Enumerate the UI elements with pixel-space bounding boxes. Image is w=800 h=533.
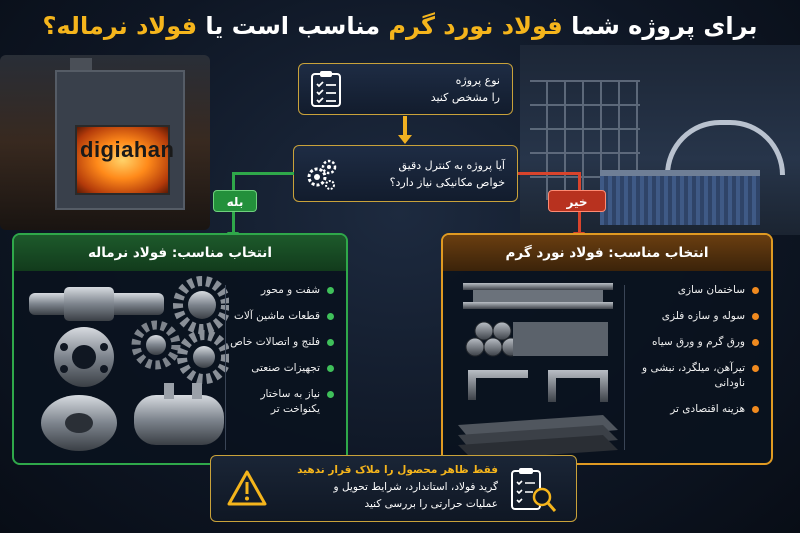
list-item: فلنج و اتصالات خاص — [229, 335, 334, 350]
step1-line2: را مشخص کنید — [430, 91, 500, 104]
note-line2: گرید فولاد، استاندارد، شرایط تحویل و — [333, 481, 498, 493]
channel-angle-part — [468, 370, 608, 402]
step1-line1: نوع پروژه — [455, 74, 500, 87]
flow-arrow-down — [398, 116, 412, 144]
list-item: نیاز به ساختار یکنواخت تر — [229, 387, 334, 417]
yes-branch-line — [232, 172, 294, 175]
list-item: تیرآهن، میلگرد، نبشی و ناودانی — [629, 361, 759, 391]
machine-parts-illustration — [29, 276, 229, 451]
gears-icon — [307, 159, 337, 190]
no-badge: خیر — [548, 190, 606, 212]
step-project-type: نوع پروژه را مشخص کنید — [298, 63, 513, 115]
clipboard-checklist-icon — [311, 71, 341, 107]
steel-plates-part — [458, 415, 618, 460]
gear-part — [131, 276, 229, 384]
list-item: شفت و محور — [229, 283, 334, 298]
list-item: تجهیزات صنعتی — [229, 361, 334, 376]
panel-right-heading: انتخاب مناسب: فولاد نورد گرم — [443, 235, 771, 271]
normalized-uses-list: شفت و محور قطعات ماشین آلات فلنج و اتصال… — [229, 283, 334, 428]
yes-badge: بله — [213, 190, 257, 212]
page-title: برای پروژه شما فولاد نورد گرم مناسب است … — [0, 6, 800, 46]
warning-note: فقط ظاهر محصول را ملاک قرار ندهید گرید ف… — [210, 455, 577, 522]
shaft-part — [29, 287, 164, 321]
panel-left-divider — [225, 285, 226, 450]
normalized-steel-panel: انتخاب مناسب: فولاد نرماله — [12, 233, 348, 465]
step-mechanical-control-question: آیا پروژه به کنترل دقیق خواص مکانیکی نیا… — [293, 145, 518, 202]
flange-part — [54, 327, 114, 387]
panel-right-divider — [624, 285, 625, 450]
list-item: هزینه اقتصادی تر — [629, 402, 759, 417]
title-highlight-normalized: فولاد نرماله؟ — [42, 12, 198, 40]
steel-sections-illustration — [458, 283, 618, 460]
warehouse-shed — [600, 170, 760, 225]
panel-left-heading: انتخاب مناسب: فولاد نرماله — [14, 235, 346, 271]
note-line1: فقط ظاهر محصول را ملاک قرار ندهید — [297, 464, 498, 476]
no-branch-line — [518, 172, 580, 175]
list-item: قطعات ماشین آلات — [229, 309, 334, 324]
hot-rolled-steel-panel: انتخاب مناسب: فولاد نورد گرم ساختم — [441, 233, 773, 465]
vessel-part — [134, 383, 224, 445]
warning-icon — [227, 470, 267, 506]
i-beam-part — [463, 283, 613, 309]
title-part1: برای پروژه شما — [562, 12, 758, 40]
list-item: ورق گرم و ورق سیاه — [629, 335, 759, 350]
step2-line2: خواص مکانیکی نیاز دارد؟ — [389, 175, 505, 189]
pump-housing-part — [41, 395, 117, 451]
checklist-magnifier-icon — [511, 468, 557, 512]
hot-rolled-uses-list: ساختمان سازی سوله و سازه فلزی ورق گرم و … — [629, 283, 759, 428]
note-line3: عملیات حرارتی را بررسی کنید — [364, 498, 498, 510]
rebar-bundle-part — [465, 321, 608, 357]
title-part2: مناسب است یا — [197, 12, 389, 40]
brand-logo: digiahan — [80, 137, 175, 162]
step2-line1: آیا پروژه به کنترل دقیق — [398, 158, 505, 172]
furnace-fire — [75, 125, 170, 195]
title-highlight-hot-rolled: فولاد نورد گرم — [388, 12, 563, 40]
list-item: ساختمان سازی — [629, 283, 759, 298]
list-item: سوله و سازه فلزی — [629, 309, 759, 324]
